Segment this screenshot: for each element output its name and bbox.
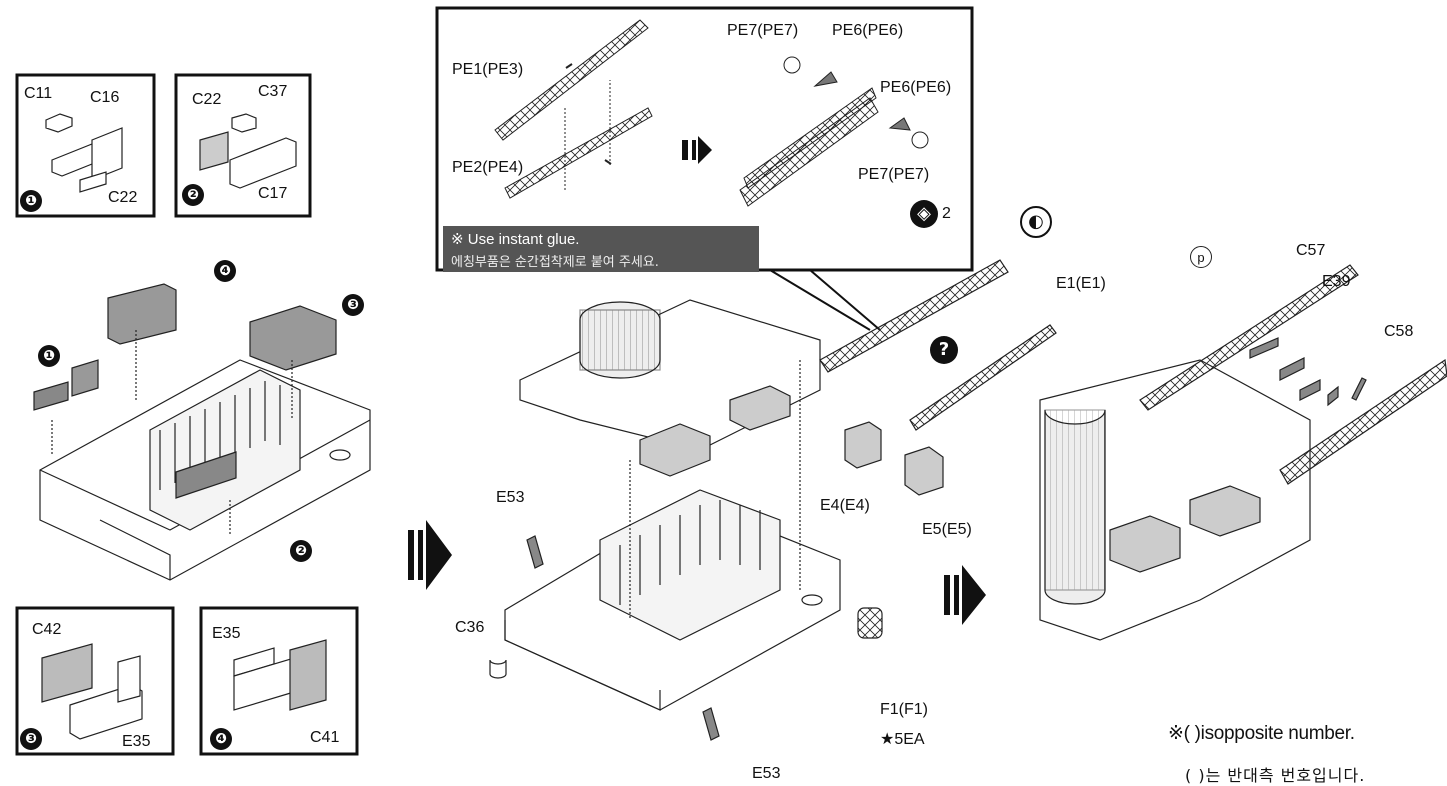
label-pe7-bottom: PE7(PE7) [858, 166, 930, 183]
label-f1-qty: ★5EA [880, 731, 925, 748]
step3-label-e35: E35 [122, 733, 151, 750]
step2-number: ❷ [182, 184, 204, 206]
label-e4: E4(E4) [820, 497, 870, 514]
step4-label-e35: E35 [212, 625, 241, 642]
step3-parts [41, 643, 143, 740]
label-pe6-top: PE6(PE6) [832, 22, 904, 39]
label-c57: C57 [1296, 242, 1326, 259]
question-marker: ? [930, 336, 958, 364]
label-c36: C36 [455, 619, 485, 636]
step2-box [174, 73, 312, 218]
label-e39: E39 [1322, 273, 1351, 290]
step2-parts [199, 113, 297, 189]
step1-number: ❶ [20, 190, 42, 212]
p-mark: p [1190, 246, 1212, 268]
label-pe1: PE1(PE3) [452, 61, 524, 78]
step1-parts [45, 113, 123, 193]
center-lower-hull [489, 360, 841, 741]
footnote-ko: ( )는 반대측 번호입니다. [1185, 766, 1366, 785]
step2-label-c17: C17 [258, 185, 288, 202]
label-f1: F1(F1) [880, 701, 928, 718]
marker-2: ❷ [290, 540, 312, 562]
label-pe7-top: PE7(PE7) [727, 22, 799, 39]
label-e1: E1(E1) [1056, 275, 1106, 292]
glue-note-en: ※ Use instant glue. [451, 231, 580, 248]
step2-label-c22: C22 [192, 91, 222, 108]
main-arrow-1 [408, 520, 452, 590]
detail-arrow [682, 136, 712, 164]
label-pe6-right: PE6(PE6) [880, 79, 952, 96]
step1-label-c22: C22 [108, 189, 138, 206]
step1-label-c11: C11 [24, 85, 53, 102]
crane-detail-parts [494, 19, 929, 207]
step4-number: ❹ [210, 728, 232, 750]
label-e53-top: E53 [496, 489, 525, 506]
marker-1: ❶ [38, 345, 60, 367]
left-superstructure [33, 283, 371, 581]
center-upper-deck [519, 299, 821, 477]
step1-label-c16: C16 [90, 89, 120, 106]
step4-label-c41: C41 [310, 729, 340, 746]
step4-box [199, 606, 359, 756]
diamond-count: 2 [942, 205, 951, 222]
label-e5: E5(E5) [922, 521, 972, 538]
step3-label-c42: C42 [32, 621, 62, 638]
right-assembled-view [1039, 264, 1447, 641]
main-arrow-2 [944, 565, 986, 625]
label-pe2: PE2(PE4) [452, 159, 524, 176]
glue-note: ※ Use instant glue. 에칭부품은 순간접착제로 붙여 주세요. [443, 226, 759, 272]
step2-label-c37: C37 [258, 83, 288, 100]
marker-3: ❸ [342, 294, 364, 316]
glue-note-ko: 에칭부품은 순간접착제로 붙여 주세요. [451, 255, 659, 270]
step3-box [15, 606, 175, 756]
footnote-en: ※( )isopposite number. [1168, 723, 1355, 744]
step3-number: ❸ [20, 728, 42, 750]
marker-4: ❹ [214, 260, 236, 282]
label-c58: C58 [1384, 323, 1414, 340]
center-side-parts [819, 259, 1057, 639]
step4-parts [233, 639, 327, 711]
label-e53-bottom: E53 [752, 765, 781, 782]
half-circle-icon: ◐ [1020, 206, 1052, 238]
step1-box [15, 73, 156, 218]
diamond-icon: ◈ [910, 200, 938, 228]
